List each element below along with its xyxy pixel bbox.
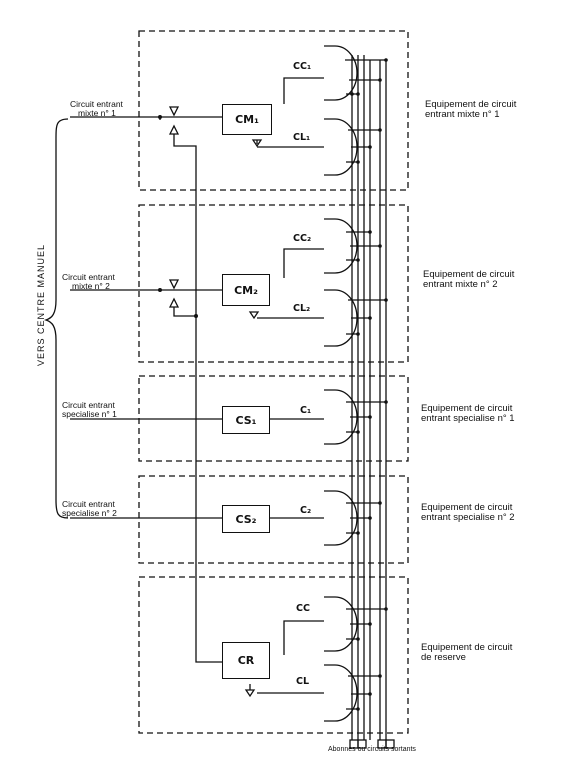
left-label-line1: Circuit entrant <box>62 400 115 410</box>
side-label-text: VERS CENTRE MANUEL <box>36 243 46 367</box>
box-cm2: CM₂ <box>222 274 270 306</box>
right-label-line1: Equipement de circuit <box>425 99 517 110</box>
left-label-line2: specialise n° 2 <box>62 508 117 518</box>
box-cs2: CS₂ <box>222 505 270 533</box>
left-label-line2: specialise n° 1 <box>62 409 117 419</box>
left-label-line2: mixte n° 2 <box>72 281 110 291</box>
right-label-line2: entrant mixte n° 1 <box>425 109 500 120</box>
right-label-line1: Equipement de circuit <box>423 269 515 280</box>
frame-specialise-2 <box>138 475 409 564</box>
left-label-specialise-1: Circuit entrant specialise n° 1 <box>62 401 117 419</box>
right-label-line1: Equipement de circuit <box>421 403 513 414</box>
right-label-line2: entrant specialise n° 1 <box>421 413 515 424</box>
tag-cl2: CL₂ <box>293 303 311 314</box>
right-label-specialise-1: Equipement de circuit entrant specialise… <box>421 404 515 424</box>
frame-mixte-1 <box>138 30 409 191</box>
tag-cc: CC <box>296 603 310 614</box>
left-label-line2: mixte n° 1 <box>78 108 116 118</box>
right-label-mixte-2: Equipement de circuit entrant mixte n° 2 <box>423 270 514 290</box>
tag-cc1: CC₁ <box>293 61 312 72</box>
left-label-line1: Circuit entrant <box>62 272 115 282</box>
right-label-mixte-1: Equipement de circuit entrant mixte n° 1 <box>425 100 516 120</box>
right-label-line1: Equipement de circuit <box>421 642 513 653</box>
gate-cl <box>324 664 358 722</box>
box-cs1: CS₁ <box>222 406 270 434</box>
box-cr: CR <box>222 642 270 679</box>
right-label-line2: entrant mixte n° 2 <box>423 279 498 290</box>
box-cm1: CM₁ <box>222 104 272 135</box>
left-label-line1: Circuit entrant <box>62 499 115 509</box>
gate-cc1 <box>324 45 358 101</box>
right-label-line2: de reserve <box>421 652 466 663</box>
tag-cl1: CL₁ <box>293 132 311 143</box>
tag-c1: C₁ <box>300 405 312 416</box>
left-label-line1: Circuit entrant <box>70 99 123 109</box>
output-bus <box>351 55 387 740</box>
right-label-specialise-2: Equipement de circuit entrant specialise… <box>421 503 515 523</box>
tag-cl: CL <box>296 676 310 687</box>
right-label-line2: entrant specialise n° 2 <box>421 512 515 523</box>
left-label-specialise-2: Circuit entrant specialise n° 2 <box>62 500 117 518</box>
left-label-mixte-2: Circuit entrant mixte n° 2 <box>62 273 115 291</box>
tag-c2: C₂ <box>300 505 312 516</box>
right-label-line1: Equipement de circuit <box>421 502 513 513</box>
footer-label: Abonnes ou circuits sortants <box>328 746 416 753</box>
frame-mixte-2 <box>138 204 409 363</box>
left-brace <box>43 118 69 519</box>
left-label-mixte-1: Circuit entrant mixte n° 1 <box>70 100 123 118</box>
side-label: VERS CENTRE MANUEL <box>32 230 50 380</box>
frame-reserve <box>138 576 409 734</box>
right-label-reserve: Equipement de circuit de reserve <box>421 643 512 663</box>
tag-cc2: CC₂ <box>293 233 312 244</box>
